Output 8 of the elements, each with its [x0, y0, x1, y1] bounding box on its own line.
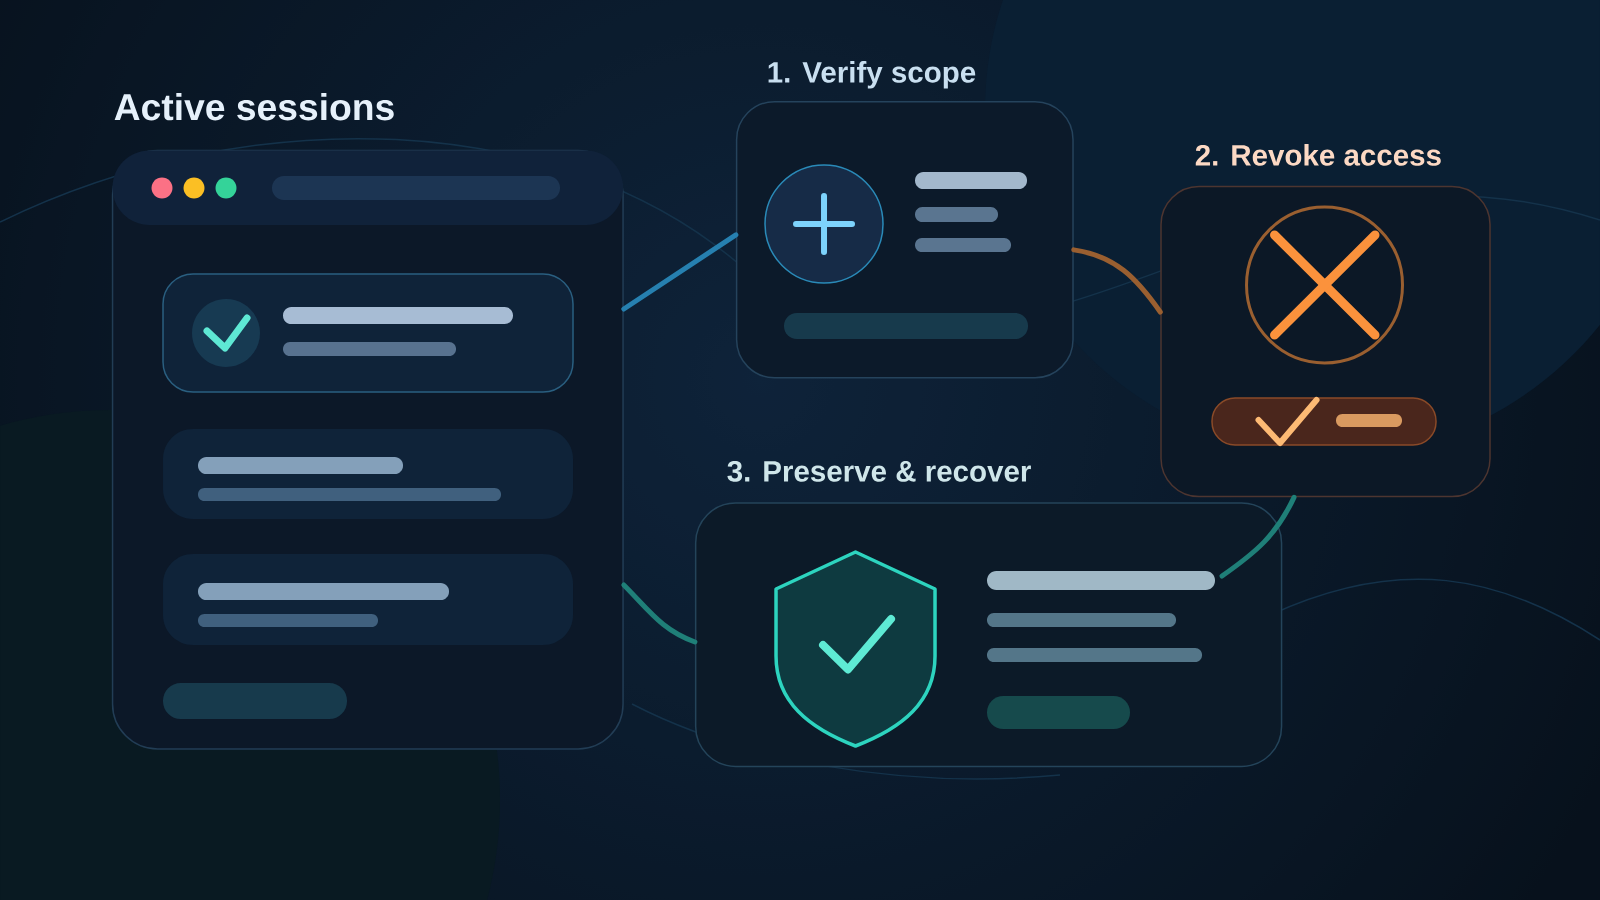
connector	[621, 232, 739, 312]
connector	[1219, 494, 1297, 579]
heading: 2. Revoke access	[1195, 144, 1441, 166]
connector	[621, 582, 698, 645]
connector	[1071, 247, 1163, 315]
heading: 3. Preserve & recover	[727, 460, 1031, 482]
heading: Active sessions	[114, 93, 394, 121]
heading: 1. Verify scope	[768, 61, 976, 89]
